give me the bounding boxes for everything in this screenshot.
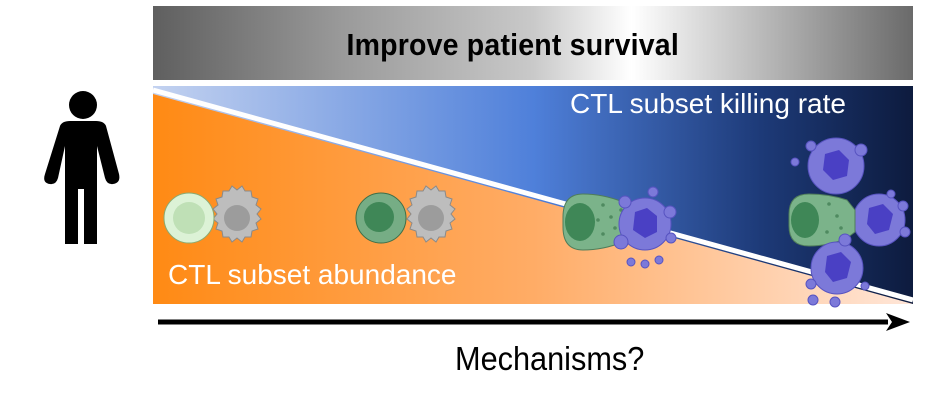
dying-target-icon	[790, 137, 868, 195]
killing-rate-label: CTL subset killing rate	[570, 88, 846, 119]
diagram-panel	[153, 86, 913, 308]
killer-ctl-icon	[788, 193, 856, 247]
killer-ctl-icon	[562, 193, 632, 251]
target-cell-icon	[406, 185, 456, 243]
header-title: Improve patient survival	[346, 27, 680, 62]
arrow-right-icon	[158, 313, 910, 331]
cell-pair-stage-1	[163, 185, 262, 244]
person-icon	[44, 91, 120, 244]
dying-target-icon	[613, 186, 677, 269]
cell-pair-stage-3	[562, 186, 677, 269]
axis-label: Mechanisms?	[455, 340, 645, 377]
gradient-background	[153, 86, 913, 304]
abundance-region	[153, 94, 913, 304]
cell-pair-stage-2	[355, 185, 456, 244]
divider-line	[153, 87, 913, 303]
dying-target-icon	[805, 233, 870, 308]
cell-group-stage-4	[788, 137, 911, 308]
dying-target-icon	[852, 189, 911, 247]
target-cell-icon	[212, 185, 262, 243]
effector-ctl-icon	[355, 192, 407, 244]
header-banner: Improve patient survival	[153, 6, 913, 80]
naive-ctl-icon	[163, 192, 215, 244]
abundance-label: CTL subset abundance	[168, 259, 457, 290]
